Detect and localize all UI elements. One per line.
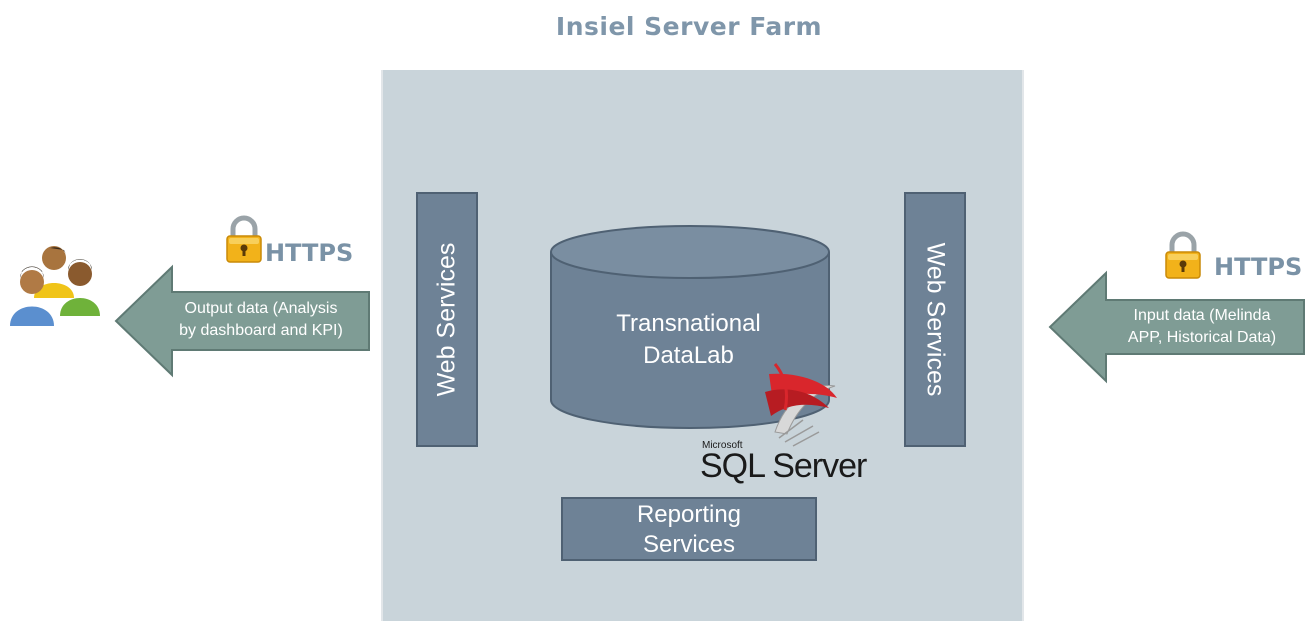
web-services-left-box: Web Services — [416, 192, 478, 447]
database-label: Transnational DataLab — [552, 308, 825, 372]
reporting-line2: Services — [642, 531, 736, 558]
input-data-label: Input data (Melinda APP, Historical Data… — [1095, 305, 1308, 349]
output-data-arrow — [114, 264, 370, 378]
input-data-line1: Input data (Melinda — [1133, 307, 1271, 324]
web-services-left-label: Web Services — [432, 242, 461, 397]
input-data-arrow — [1048, 270, 1305, 384]
sql-product-label: SQL Server — [700, 447, 867, 485]
sql-brand-label: Microsoft — [702, 440, 743, 451]
input-data-line2: APP, Historical Data) — [1127, 329, 1277, 346]
https-label-left: HTTPS — [265, 239, 354, 267]
database-label-line1: Transnational — [616, 310, 761, 337]
users-group-icon — [10, 246, 100, 326]
sql-server-logo-icon — [765, 363, 837, 447]
output-data-line1: Output data (Analysis — [184, 300, 338, 317]
output-data-label: Output data (Analysis by dashboard and K… — [155, 298, 367, 342]
web-services-right-label: Web Services — [921, 242, 950, 397]
database-label-line2: DataLab — [643, 342, 734, 369]
reporting-line1: Reporting — [636, 501, 742, 528]
padlock-icon — [226, 215, 262, 263]
diagram-title: Insiel Server Farm — [555, 12, 823, 41]
reporting-services-box: Reporting Services — [561, 497, 817, 561]
web-services-right-box: Web Services — [904, 192, 966, 447]
padlock-icon — [1165, 231, 1201, 279]
output-data-line2: by dashboard and KPI) — [179, 322, 343, 339]
https-label-right: HTTPS — [1214, 253, 1303, 281]
database-cylinder — [550, 225, 830, 429]
